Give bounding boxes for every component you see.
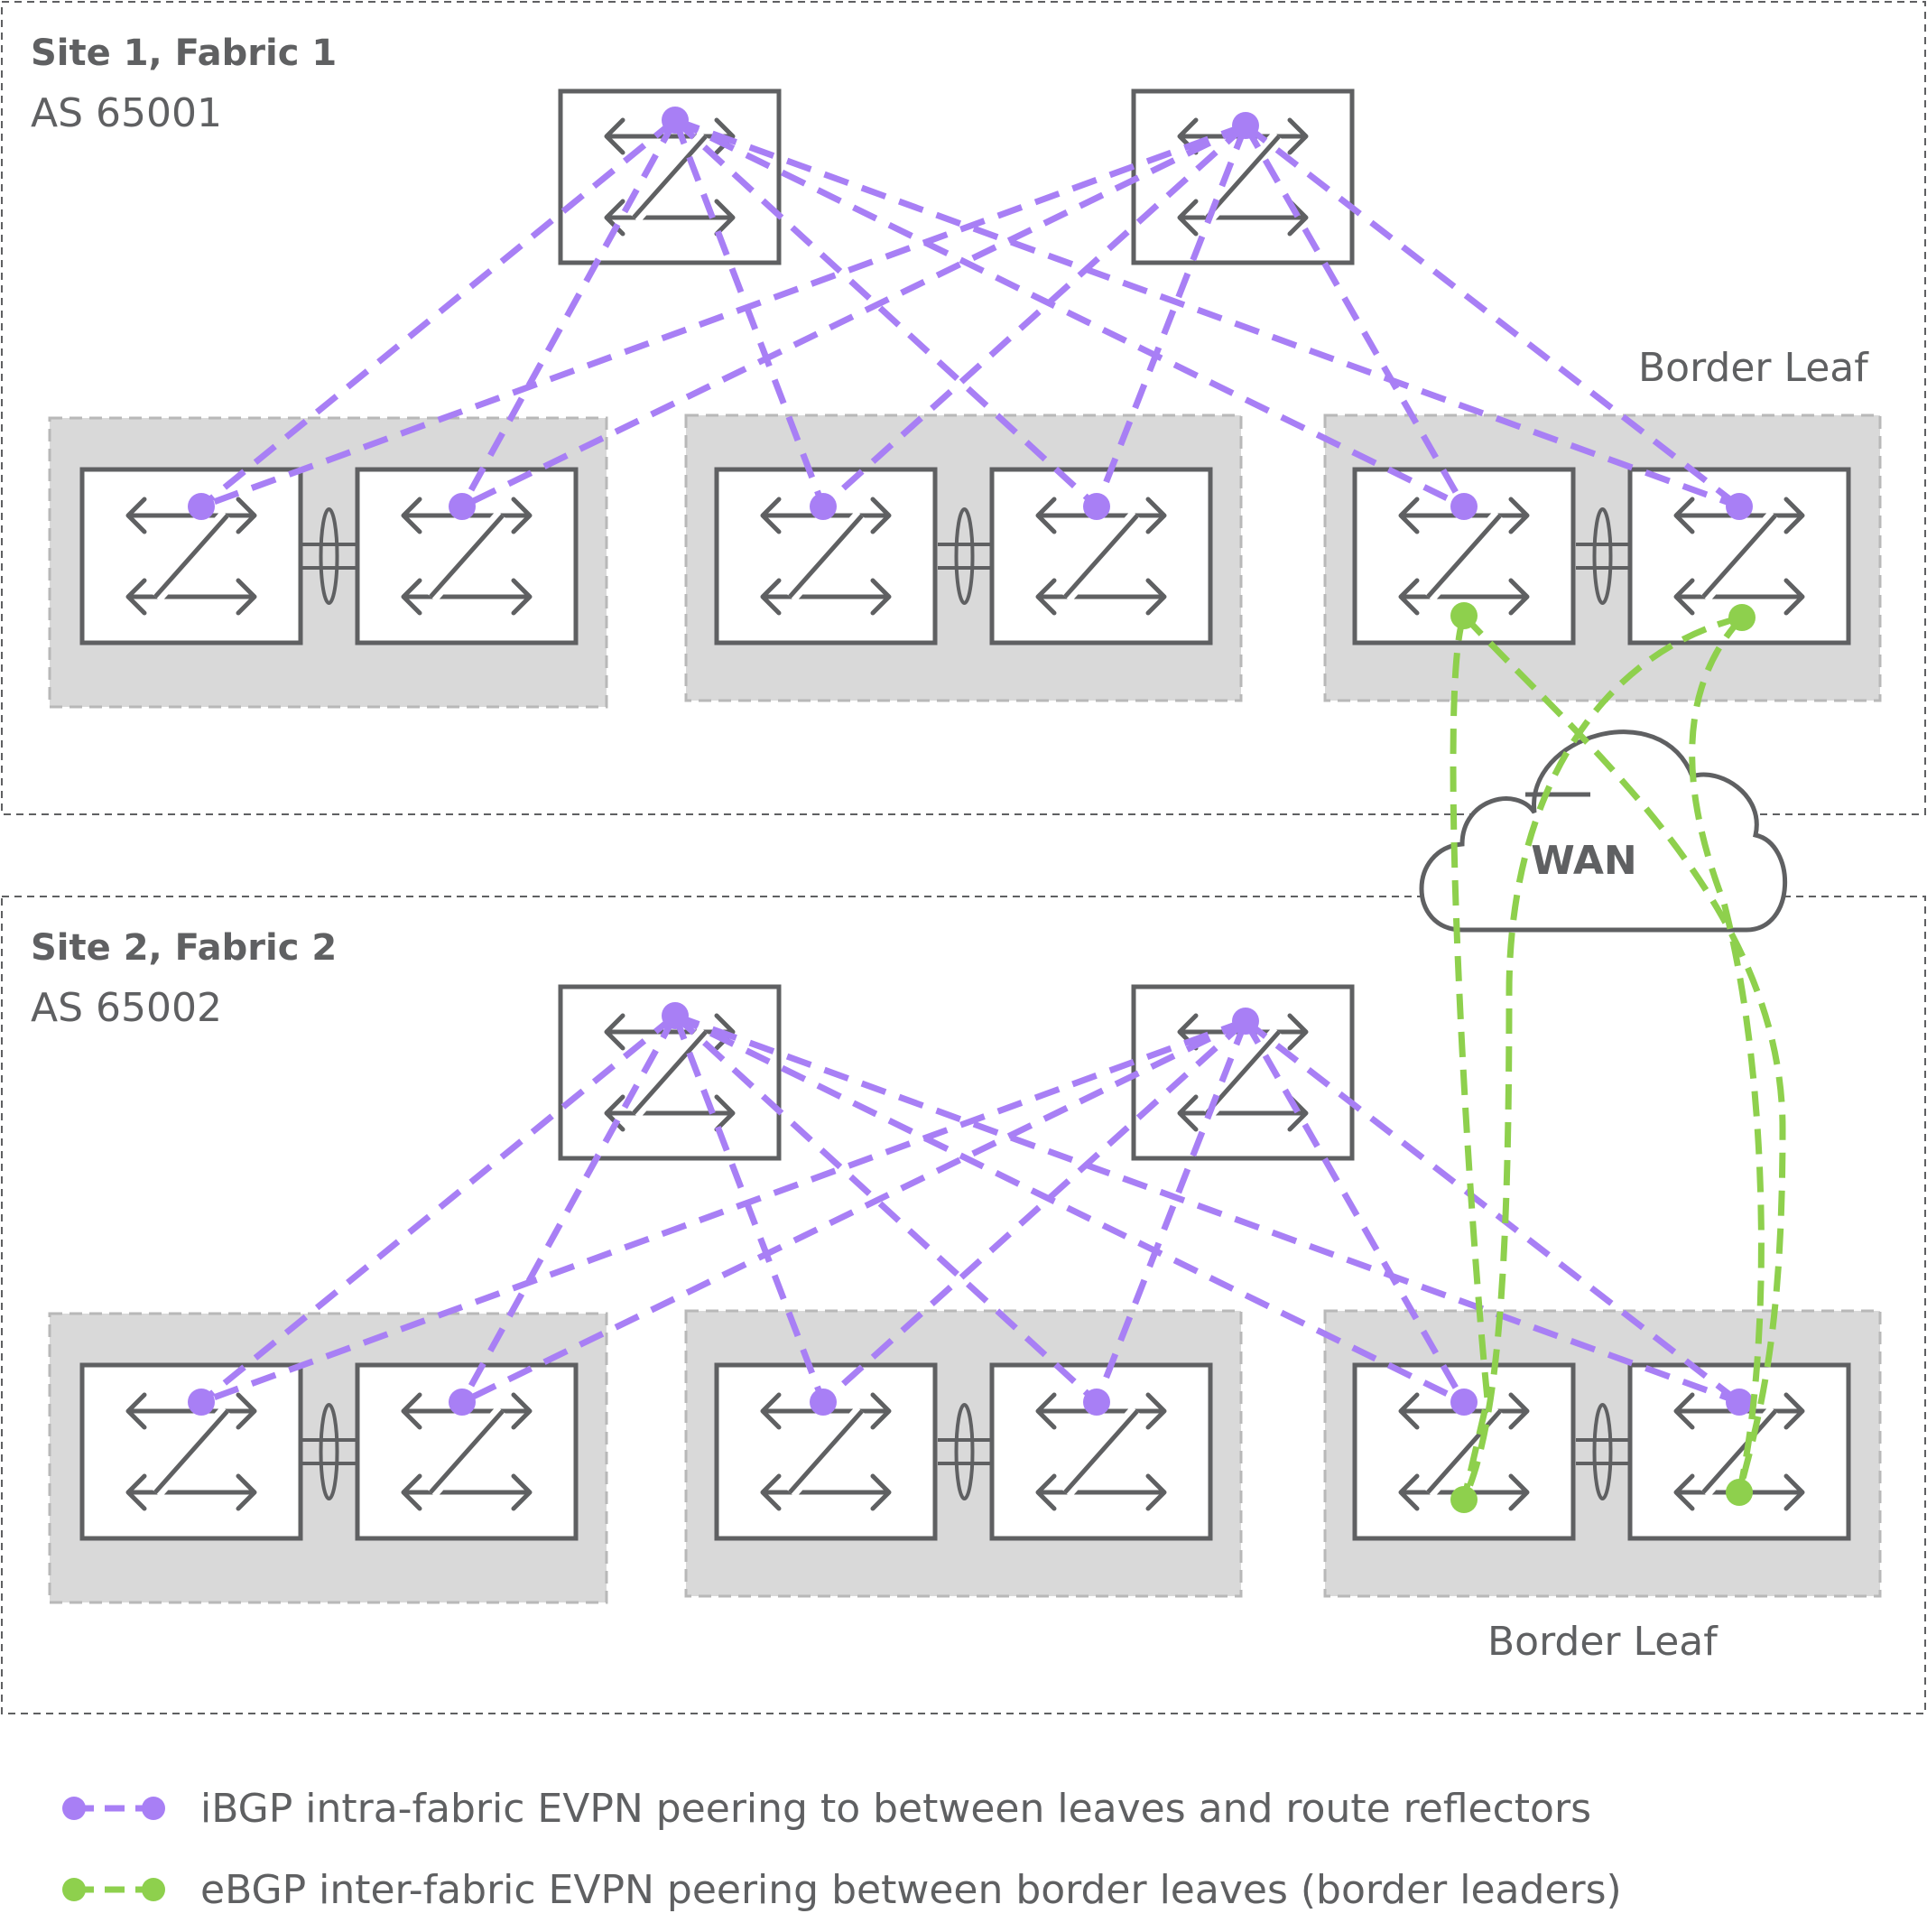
site-2-leaf1-peer-dot <box>188 1389 215 1416</box>
site-1-border-leaf-label: Border Leaf <box>1638 345 1869 391</box>
site-2-title: Site 2, Fabric 2 <box>31 927 337 969</box>
site-1-ibgp-line-rr1-leaf2 <box>459 118 679 508</box>
ebgp-line-b1-a2 <box>1460 614 1743 1501</box>
site-1-rr2-peer-dot <box>1232 112 1259 139</box>
site-2-ibgp-line-rr1-leaf2 <box>459 1014 679 1404</box>
site-1-ibgp-line-rr2-leaf5 <box>1242 124 1468 508</box>
site-2-ibgp-line-rr1-leaf4 <box>672 1013 1099 1405</box>
site-1-leaf5-peer-dot <box>1450 493 1478 520</box>
site-2-boundary <box>1 896 1926 1714</box>
ebgp-peering-lines <box>1450 602 1786 1513</box>
site-1-leaf6-peer-dot <box>1726 493 1753 520</box>
ebgp-line-a1-a2 <box>1450 614 1491 1500</box>
site-2-ibgp-line-rr2-leaf2 <box>460 1017 1247 1406</box>
site-2-ibgp-line-rr1-leaf1 <box>199 1013 678 1405</box>
ibgp-peering-lines <box>188 107 1753 1416</box>
site-1-leaf4-peer-dot <box>1083 493 1110 520</box>
site-1-ibgp-line-rr2-leaf1 <box>199 122 1247 510</box>
site-1-spine-1 <box>558 88 782 265</box>
site-2-ibgp-line-rr2-leaf3 <box>820 1018 1248 1405</box>
site-2-leaf4-peer-dot <box>1083 1389 1110 1416</box>
link-aggregation-icon <box>1576 1403 1629 1500</box>
site-1-ibgp-line-rr2-leaf4 <box>1093 124 1249 508</box>
site-2-leaf6-peer-dot <box>1726 1389 1753 1416</box>
link-aggregation-icon <box>301 1403 357 1500</box>
site-1-ibgp-line-rr1-leaf6 <box>673 116 1741 510</box>
site-2-as: AS 65002 <box>31 985 222 1031</box>
link-aggregation-icons <box>301 507 1629 1500</box>
site-1-as: AS 65001 <box>31 90 222 136</box>
site-2-leaf-1 <box>79 1362 303 1541</box>
border-leader-peer-dot-3 <box>1450 1486 1478 1513</box>
site-1-ibgp-line-rr1-leaf4 <box>672 117 1099 509</box>
site-1-rr1-peer-dot <box>662 107 689 134</box>
site-2-ibgp-line-rr2-leaf4 <box>1093 1019 1249 1404</box>
site-1-title: Site 1, Fabric 1 <box>31 33 337 74</box>
border-leader-peer-dot-2 <box>1728 604 1756 631</box>
site-2-ibgp-line-rr1-leaf5 <box>673 1012 1466 1406</box>
site-1-leaf2-peer-dot <box>449 493 476 520</box>
site-1-ibgp-line-rr1-leaf3 <box>672 118 827 508</box>
site-2-leaf5-peer-dot <box>1450 1389 1478 1416</box>
site-2-ibgp-line-rr1-leaf3 <box>672 1014 827 1404</box>
site-1-boundary <box>1 1 1926 815</box>
site-1-ibgp-line-rr2-leaf6 <box>1243 123 1742 509</box>
site-2-leaf2-peer-dot <box>449 1389 476 1416</box>
site-1-leaf-1 <box>79 467 303 646</box>
link-aggregation-icon <box>1576 507 1629 605</box>
site-1-ibgp-line-rr1-leaf5 <box>673 116 1466 510</box>
site-2-leaf3-peer-dot <box>810 1389 837 1416</box>
legend-ibgp-text: iBGP intra-fabric EVPN peering to betwee… <box>200 1786 1591 1832</box>
legend-ebgp-text: eBGP inter-fabric EVPN peering between b… <box>200 1867 1622 1913</box>
link-aggregation-icon <box>301 507 357 605</box>
link-aggregation-icon <box>938 1403 991 1500</box>
site-1-ibgp-line-rr2-leaf2 <box>460 122 1247 510</box>
site-1-ibgp-line-rr1-leaf1 <box>199 117 678 509</box>
site-1-leaf1-peer-dot <box>188 493 215 520</box>
site-1-leaf-3 <box>714 467 938 646</box>
site-2-ibgp-line-rr2-leaf6 <box>1243 1018 1742 1405</box>
site-2-border-leaf-label: Border Leaf <box>1487 1619 1719 1665</box>
site-2-rr2-peer-dot <box>1232 1008 1259 1035</box>
site-1-leaf3-peer-dot <box>810 493 837 520</box>
wan-label: WAN <box>1531 838 1636 884</box>
border-leader-peer-dot-1 <box>1450 602 1478 629</box>
ebgp-line-b1-b2 <box>1689 615 1765 1493</box>
legend: iBGP intra-fabric EVPN peering to betwee… <box>62 1786 1622 1913</box>
site-2-ibgp-line-rr2-leaf1 <box>199 1017 1247 1406</box>
site-2-rr1-peer-dot <box>662 1002 689 1029</box>
legend-ebgp-swatch <box>62 1878 165 1901</box>
site-2-ibgp-line-rr2-leaf5 <box>1242 1019 1468 1404</box>
site-2-ibgp-line-rr1-leaf6 <box>673 1012 1741 1406</box>
site-1-ibgp-line-rr2-leaf3 <box>820 123 1248 509</box>
link-aggregation-icon <box>938 507 991 605</box>
border-leader-peer-dot-4 <box>1726 1479 1753 1506</box>
legend-ibgp-swatch <box>62 1797 165 1820</box>
